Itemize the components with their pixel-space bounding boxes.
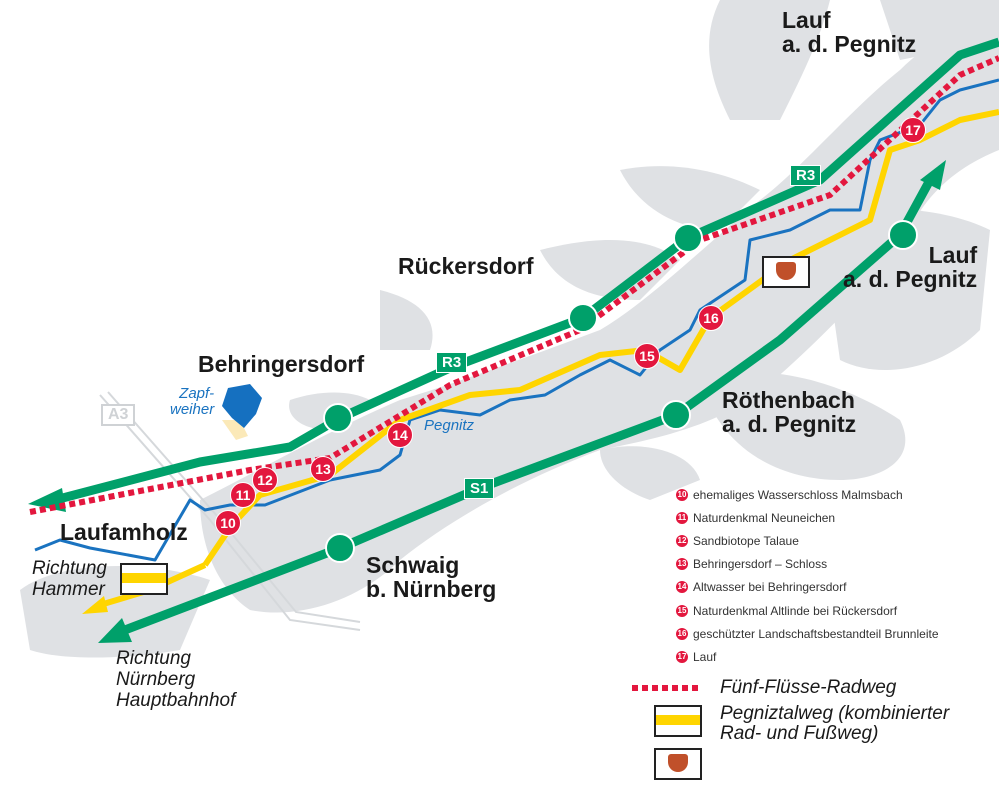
direction-hammer: Richtung Hammer bbox=[32, 558, 107, 600]
s1-badge: S1 bbox=[464, 478, 495, 499]
stations bbox=[323, 220, 918, 563]
legend-pegniztalweg-swatch bbox=[654, 705, 702, 737]
pegniztalweg-sign-icon bbox=[120, 563, 168, 595]
town-rueckersdorf: Rückersdorf bbox=[398, 253, 534, 279]
town-lauf-top: Lauf a. d. Pegnitz bbox=[782, 7, 917, 57]
river-label: Pegnitz bbox=[424, 417, 475, 434]
poi-marker-13[interactable]: 13 bbox=[310, 456, 336, 482]
r3-rail-line bbox=[53, 37, 999, 505]
r3-badge: R3 bbox=[436, 352, 468, 373]
town-roethenbach: Röthenbach a. d. Pegnitz bbox=[722, 387, 857, 437]
town-lauf-right: Lauf a. d. Pegnitz bbox=[843, 242, 978, 292]
legend-pegniztalweg-label: Pegniztalweg (kombinierter Rad- und Fußw… bbox=[720, 703, 950, 744]
poi-marker-10[interactable]: 10 bbox=[215, 510, 241, 536]
s1-arrow-east-icon bbox=[920, 160, 946, 190]
poi-marker-12[interactable]: 12 bbox=[252, 467, 278, 493]
coat-of-arms-icon bbox=[762, 256, 810, 288]
poi-marker-15[interactable]: 15 bbox=[634, 343, 660, 369]
a3-badge: A3 bbox=[101, 404, 136, 426]
r3-arrow-icon bbox=[28, 488, 66, 512]
town-areas bbox=[20, 0, 999, 658]
direction-nuernberg: Richtung Nürnberg Hauptbahnhof bbox=[116, 648, 236, 711]
poi-marker-17[interactable]: 17 bbox=[900, 117, 926, 143]
fuenf-fluesse-radweg bbox=[29, 55, 999, 515]
r3-badge: R3 bbox=[790, 165, 822, 186]
a3-motorway bbox=[99, 391, 361, 631]
town-laufamholz: Laufamholz bbox=[60, 519, 188, 545]
poi-marker-11[interactable]: 11 bbox=[230, 482, 256, 508]
poi-marker-16[interactable]: 16 bbox=[698, 305, 724, 331]
town-behringersdorf: Behringersdorf bbox=[198, 351, 365, 377]
lake-label: Zapf- weiher bbox=[170, 385, 215, 418]
trail-arrow-icon bbox=[82, 596, 108, 614]
pegnitz-river bbox=[34, 78, 999, 562]
s1-arrow-icon bbox=[98, 618, 132, 643]
legend-radweg-label: Fünf-Flüsse-Radweg bbox=[720, 677, 897, 698]
town-schwaig: Schwaig b. Nürnberg bbox=[366, 552, 497, 602]
zapfweiher-lake bbox=[222, 384, 262, 428]
legend-coat-of-arms-icon bbox=[654, 748, 702, 780]
poi-marker-14[interactable]: 14 bbox=[387, 422, 413, 448]
